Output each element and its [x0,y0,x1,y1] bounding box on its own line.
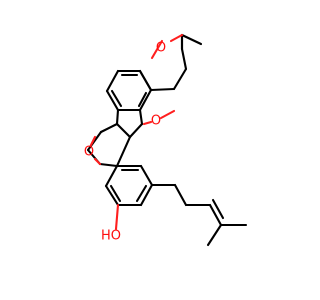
oxygen-pyran-label: O [156,41,166,56]
bond-aromatic-inner-3 [137,91,148,108]
bond-methyl-2 [180,33,203,46]
bond-o-furan-left [142,120,153,126]
heteroatom-bonds [89,33,184,231]
bond-furan-4 [138,108,144,126]
oxygen-chromane-label: O [84,145,94,160]
bond-aromatic-inner-2 [110,89,123,108]
bond-benzene-2 [104,184,120,207]
bond-prenyl-4 [208,203,223,227]
bond-o-pyran-right [169,33,184,43]
bond-o-furan-right [159,109,176,120]
bond-chromane-1 [99,122,119,134]
bond-o-pyran-left [150,39,164,60]
hydroxyl-label: HO [101,229,121,244]
bond-o-chromane-bottom [93,157,102,166]
bond-hydroxyl [114,203,120,231]
bond-aromatic-6 [138,69,153,92]
bond-benzene-4 [139,183,154,207]
molecule-structure: O O O HO [84,33,248,247]
bond-benzene-inner-2 [135,184,148,203]
bond-prenyl-inner [211,198,225,220]
bond-chromane-4 [98,162,119,168]
bond-chromane-5 [115,135,132,168]
bond-furan-3 [128,122,144,139]
bond-furan-2 [115,122,132,139]
bond-prenyl-6 [206,223,223,247]
carbon-bonds [86,33,248,247]
bond-aromatic-2 [105,69,120,93]
bond-pyran-2 [180,47,188,71]
bond-benzene-1 [104,164,119,188]
bond-o-chromane-top [89,135,97,147]
bond-benzene-5 [139,164,154,187]
oxygen-furan-label: O [151,114,161,129]
bond-aromatic-3 [105,89,120,112]
bond-pyran-4 [149,87,176,92]
atom-labels: O O O HO [84,41,166,244]
bond-aromatic-5 [138,88,153,112]
bond-pyran-3 [172,67,188,91]
bond-prenyl-2 [173,183,188,207]
bond-chromane-2 [86,130,103,152]
bond-furan-1 [115,108,120,126]
bond-benzene-inner-1 [109,184,122,203]
